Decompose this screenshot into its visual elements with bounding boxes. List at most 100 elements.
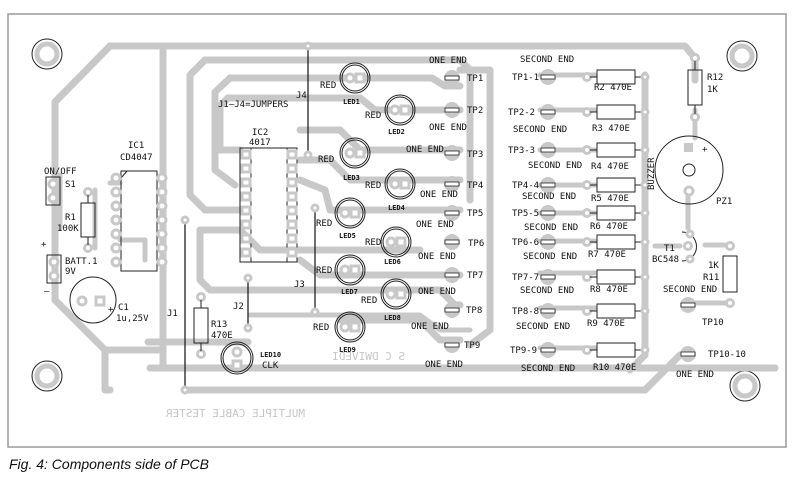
r12-ref: R12 — [707, 73, 723, 83]
battery-minus: – — [44, 287, 50, 297]
test-point-ref: TP8 — [466, 306, 482, 316]
resistor-r12: R12 1K — [687, 53, 723, 122]
resistor-r6 — [596, 205, 636, 221]
ic1-pin — [156, 172, 168, 184]
second-end-label: SECOND END — [528, 161, 582, 171]
ic2-pin — [286, 247, 298, 258]
j4-label: J4 — [296, 91, 307, 101]
test-point-ref: TP6-6 — [512, 238, 539, 248]
ic1-pin — [110, 256, 122, 268]
jumpers-note: J1–J4=JUMPERS — [218, 100, 288, 110]
one-end-label: ONE END — [416, 220, 454, 230]
led-color-label: RED — [365, 111, 381, 121]
pz1-plus: + — [702, 145, 708, 155]
jumper-j3: J3 — [294, 203, 320, 317]
switch-label: ON/OFF — [44, 167, 77, 177]
jumper-j2: J2 — [233, 273, 253, 333]
test-point-ref: TP9 — [464, 341, 480, 351]
second-end-label: SECOND END — [513, 125, 567, 135]
second-end-label: SECOND END — [516, 322, 570, 332]
ic1-pin — [156, 214, 168, 226]
r11-ref: R11 — [703, 273, 719, 283]
buzzer-pz1: + PZ1 — [654, 135, 732, 207]
j1-label: J1 — [167, 309, 178, 319]
board-title-mirrored: MULTIPLE CABLE TESTER — [166, 407, 305, 420]
resistor-label: R8 470E — [590, 285, 628, 295]
r1-value: 100K — [57, 224, 79, 234]
j3-label: J3 — [294, 280, 305, 290]
second-end-label: SECOND END — [521, 364, 575, 374]
second-end-label: SECOND END — [520, 55, 574, 65]
one-end-label: ONE END — [411, 322, 449, 332]
battery-value: 9V — [65, 267, 76, 277]
test-point-ref: TP9-9 — [510, 346, 537, 356]
led-color-label: RED — [320, 81, 336, 91]
led-2: RED LED2 — [365, 94, 416, 136]
resistor-r3 — [596, 104, 636, 120]
led-ref: LED7 — [341, 288, 358, 296]
ic1-pin — [156, 186, 168, 198]
test-point-ref: TP1 — [467, 74, 483, 84]
led-color-label: RED — [318, 155, 334, 165]
switch-ref: S1 — [65, 180, 76, 190]
c1-plus: + — [108, 305, 114, 315]
r12-value: 1K — [707, 85, 718, 95]
board-border — [7, 13, 787, 448]
mounting-hole-bottom-right — [729, 370, 761, 402]
capacitor-c1: + C1 1u,25V — [69, 276, 149, 324]
resistor-r4 — [596, 142, 636, 158]
test-point-ref: TP1-1 — [512, 73, 539, 83]
resistor-label: R7 470E — [588, 250, 626, 260]
led-color-label: RED — [316, 266, 332, 276]
resistor-r10 — [596, 342, 636, 358]
test-point-ref: TP6 — [468, 239, 484, 249]
one-end-label: ONE END — [429, 123, 467, 133]
test-point-ref: TP10 — [702, 318, 724, 328]
led-color-label: RED — [365, 238, 381, 248]
one-end-label: ONE END — [676, 370, 714, 380]
ic2-pin — [286, 149, 298, 160]
test-point-ref: TP2 — [467, 106, 483, 116]
ic2-pin — [286, 163, 298, 174]
test-point-ref: TP5-5 — [512, 209, 539, 219]
r1-ref: R1 — [65, 213, 76, 223]
resistor-label: R2 470E — [594, 83, 632, 93]
resistor-r5 — [596, 177, 636, 193]
resistor-label: R6 470E — [590, 222, 628, 232]
ic2-pin — [240, 149, 252, 160]
jumper-j4: J4 — [296, 41, 313, 160]
battery-plus: + — [41, 240, 47, 250]
led10-label: CLK — [262, 361, 279, 371]
one-end-label: ONE END — [425, 360, 463, 370]
test-point-ref: TP10-10 — [708, 350, 746, 360]
test-point-ref: TP3 — [467, 150, 483, 160]
led-ref: LED2 — [388, 128, 405, 136]
led-ref: LED6 — [384, 258, 401, 266]
led-ref: LED8 — [384, 314, 401, 322]
switch-s1: ON/OFF S1 — [44, 167, 77, 206]
test-point-ref: TP7-7 — [512, 273, 539, 283]
ic1-pin — [110, 242, 122, 254]
resistor-label: R3 470E — [592, 124, 630, 134]
led-array: REDLED1REDLED2REDLED3REDLED4REDLED5REDLE… — [313, 62, 416, 354]
resistor-r13: R13 470E — [193, 292, 233, 359]
led10-ref: LED10 — [260, 351, 281, 359]
resistor-r11: 1K R11 — [703, 241, 738, 308]
resistor-r9 — [596, 303, 636, 319]
ic2-part: 4017 — [249, 138, 271, 148]
ic1-pin — [156, 200, 168, 212]
